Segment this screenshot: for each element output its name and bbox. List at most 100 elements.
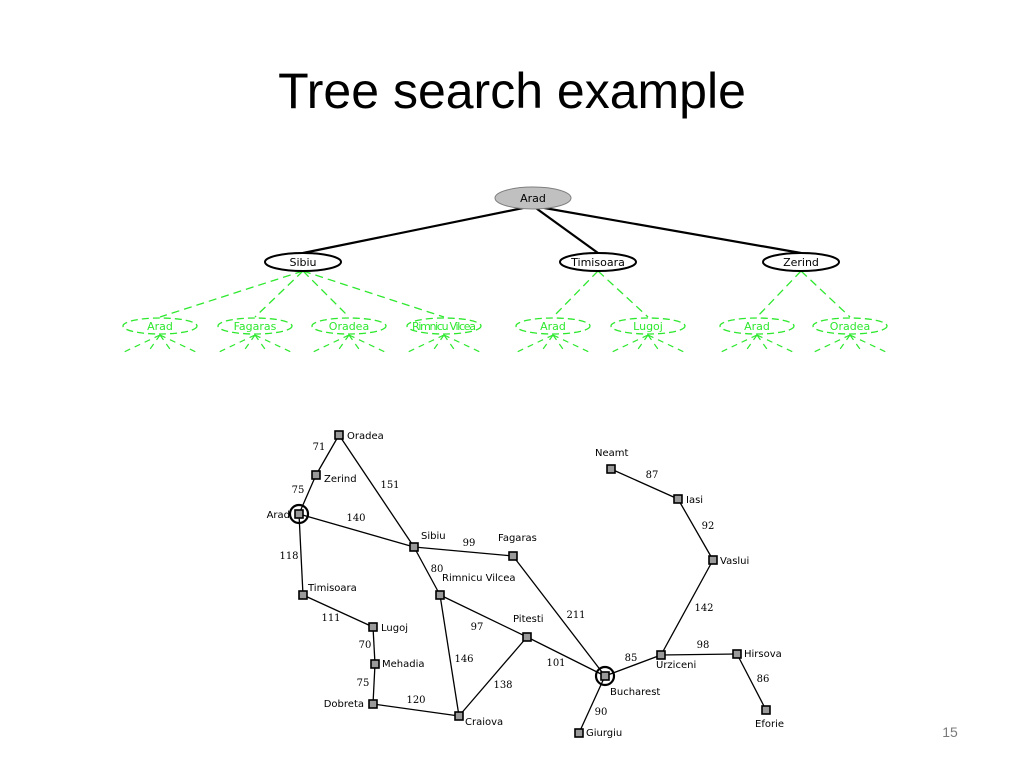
tree-stub-edge — [336, 334, 350, 353]
road-distance: 80 — [431, 564, 444, 575]
road-distance: 140 — [346, 513, 365, 524]
tree-leaf-oradea: Oradea — [311, 317, 387, 335]
road-bucharest-giurgiu — [578, 675, 606, 734]
tree-stub-edge — [147, 334, 161, 353]
tree-stub-edge — [254, 334, 292, 353]
city-bucharest: Bucharest — [594, 665, 660, 698]
tree-stub-edge — [635, 334, 649, 353]
city-arad: Arad — [267, 503, 310, 525]
city-marker-icon — [370, 659, 380, 669]
city-label: Dobreta — [324, 699, 364, 710]
tree-stub-edge — [312, 334, 350, 353]
tree-stub-edge — [744, 334, 758, 353]
tree-leaf-arad: Arad — [515, 317, 591, 335]
road-timisoara-lugoj — [302, 594, 374, 628]
city-label: Rimnicu Vilcea — [442, 573, 516, 584]
city-label: Eforie — [755, 719, 784, 730]
city-marker-icon — [368, 622, 378, 632]
tree-stub-edge — [611, 334, 649, 353]
city-sibiu: Sibiu — [409, 531, 446, 552]
road-distance: 118 — [279, 551, 298, 562]
road-distance: 98 — [697, 640, 710, 651]
road-zerind-arad — [298, 474, 317, 515]
tree-stub-edge — [720, 334, 758, 353]
tree-leaf-label: Lugoj — [633, 320, 663, 333]
road-distance: 90 — [595, 707, 608, 718]
road-distance: 85 — [625, 653, 638, 664]
city-label: Timisoara — [307, 583, 357, 594]
tree-edge-zerind-arad — [756, 270, 802, 318]
tree-leaf-label: Oradea — [830, 320, 870, 333]
city-marker-icon — [409, 542, 419, 552]
tree-stub-edge — [242, 334, 256, 353]
city-neamt: Neamt — [595, 448, 629, 474]
road-sibiu-fagaras — [413, 546, 514, 557]
tree-leaf-oradea: Oradea — [812, 317, 888, 335]
road-arad-timisoara — [298, 513, 304, 596]
road-distance: 111 — [321, 613, 340, 624]
tree-edge-root-zerind — [532, 204, 802, 255]
tree-edge-sibiu-rimnicu-vilcea — [302, 270, 445, 318]
slide-number: 15 — [942, 724, 958, 740]
road-rimnicu-vilcea-craiova — [439, 594, 460, 717]
tree-edge-sibiu-fagaras — [254, 270, 304, 318]
tree-stub-edge — [552, 334, 566, 353]
road-pitesti-bucharest — [526, 636, 606, 677]
city-lugoj: Lugoj — [368, 622, 408, 634]
tree-node-sibiu: Sibiu — [264, 252, 342, 272]
road-distance: 142 — [694, 603, 713, 614]
tree-stub-edge — [647, 334, 661, 353]
tree-stub-edge — [159, 334, 173, 353]
slide-title: Tree search example — [278, 63, 746, 119]
road-dobreta-craiova — [372, 703, 460, 717]
tree-stub-edge — [756, 334, 770, 353]
city-label: Oradea — [347, 431, 384, 442]
city-dobreta: Dobreta — [324, 699, 378, 710]
goal-ring-icon — [594, 665, 616, 687]
city-iasi: Iasi — [673, 494, 703, 506]
tree-edge-timisoara-lugoj — [597, 270, 649, 318]
tree-leaf-label: Arad — [540, 320, 566, 333]
city-label: Fagaras — [498, 533, 537, 544]
city-label: Urziceni — [656, 660, 696, 671]
road-distance: 71 — [313, 442, 326, 453]
city-label: Craiova — [465, 717, 503, 728]
road-distance: 120 — [406, 695, 425, 706]
tree-node-timisoara: Timisoara — [559, 252, 637, 272]
tree-stub-edge — [516, 334, 554, 353]
road-urziceni-hirsova — [660, 653, 738, 656]
goal-ring-icon — [288, 503, 310, 525]
city-label: Bucharest — [610, 687, 660, 698]
city-marker-icon — [600, 671, 610, 681]
tree-stub-edge — [218, 334, 256, 353]
city-label: Mehadia — [382, 659, 425, 670]
tree-edge-root-sibiu — [302, 204, 534, 255]
city-marker-icon — [673, 494, 683, 504]
road-distance: 70 — [359, 640, 372, 651]
road-iasi-neamt — [610, 468, 679, 500]
tree-stub-edge — [443, 334, 481, 353]
road-distance: 86 — [757, 674, 770, 685]
road-mehadia-dobreta — [372, 663, 376, 705]
tree-stub-edge — [552, 334, 590, 353]
city-marker-icon — [508, 551, 518, 561]
city-marker-icon — [522, 632, 532, 642]
road-oradea-sibiu — [338, 434, 415, 548]
city-eforie: Eforie — [755, 705, 784, 730]
tree-leaf-arad: Arad — [719, 317, 795, 335]
city-marker-icon — [761, 705, 771, 715]
road-distance: 87 — [646, 470, 659, 481]
city-timisoara: Timisoara — [298, 583, 357, 600]
tree-leaf-label: Fagaras — [234, 320, 277, 333]
road-urziceni-vaslui — [660, 559, 714, 656]
tree-node-label: Zerind — [783, 256, 819, 269]
city-marker-icon — [298, 590, 308, 600]
city-marker-icon — [656, 650, 666, 660]
road-sibiu-rimnicu-vilcea — [413, 546, 441, 596]
road-lugoj-mehadia — [372, 626, 376, 665]
city-urziceni: Urziceni — [656, 650, 696, 671]
tree-leaf-label: Arad — [147, 320, 173, 333]
tree-stub-edge — [348, 334, 362, 353]
city-marker-icon — [435, 590, 445, 600]
road-oradea-zerind — [315, 434, 340, 476]
